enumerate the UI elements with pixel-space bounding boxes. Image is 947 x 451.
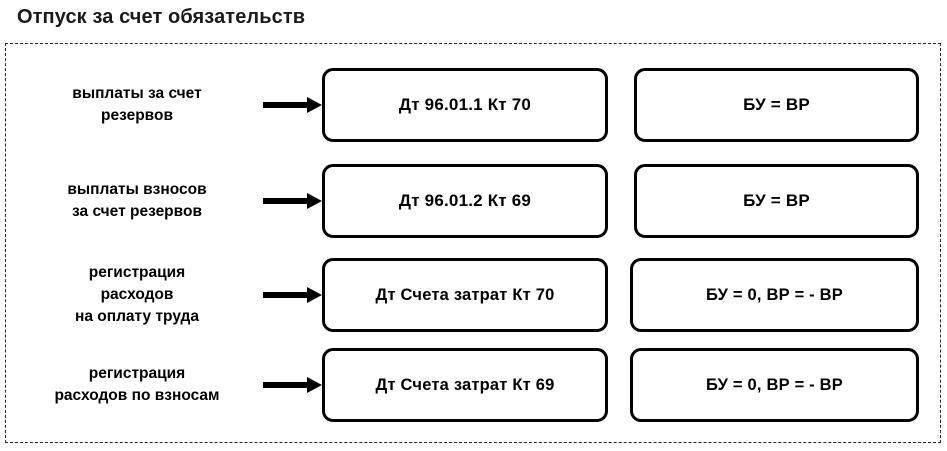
arrow-right-icon-3 bbox=[263, 287, 323, 303]
row-3-description: регистрация расходов на оплату труда bbox=[74, 264, 200, 325]
arrow-right-icon-1 bbox=[263, 97, 323, 113]
row-4-description: регистрация расходов по взносам bbox=[54, 365, 220, 404]
row-2-description: выплаты взносов за счет резервов bbox=[67, 181, 207, 220]
flow-row-4: регистрация расходов по взносам Дт Счета… bbox=[0, 348, 947, 422]
flow-row-1: выплаты за счет резервов Дт 96.01.1 Кт 7… bbox=[0, 68, 947, 142]
dashed-group-frame bbox=[5, 43, 941, 443]
row-4-posting-box[interactable]: Дт Счета затрат Кт 69 bbox=[322, 348, 608, 422]
arrow-right-icon-4 bbox=[263, 377, 323, 393]
row-3-result-box[interactable]: БУ = 0, ВР = - ВР bbox=[630, 258, 919, 332]
row-4-result-box[interactable]: БУ = 0, ВР = - ВР bbox=[630, 348, 919, 422]
flow-row-3: регистрация расходов на оплату труда Дт … bbox=[0, 258, 947, 332]
flow-row-2: выплаты взносов за счет резервов Дт 96.0… bbox=[0, 164, 947, 238]
page-title: Отпуск за счет обязательств bbox=[17, 6, 306, 28]
row-1-result-box[interactable]: БУ = ВР bbox=[634, 68, 919, 142]
row-3-posting-box[interactable]: Дт Счета затрат Кт 70 bbox=[322, 258, 608, 332]
row-2-posting-box[interactable]: Дт 96.01.2 Кт 69 bbox=[322, 164, 608, 238]
row-1-description: выплаты за счет резервов bbox=[72, 85, 202, 124]
arrow-right-icon-2 bbox=[263, 193, 323, 209]
row-2-result-box[interactable]: БУ = ВР bbox=[634, 164, 919, 238]
row-1-posting-box[interactable]: Дт 96.01.1 Кт 70 bbox=[322, 68, 608, 142]
